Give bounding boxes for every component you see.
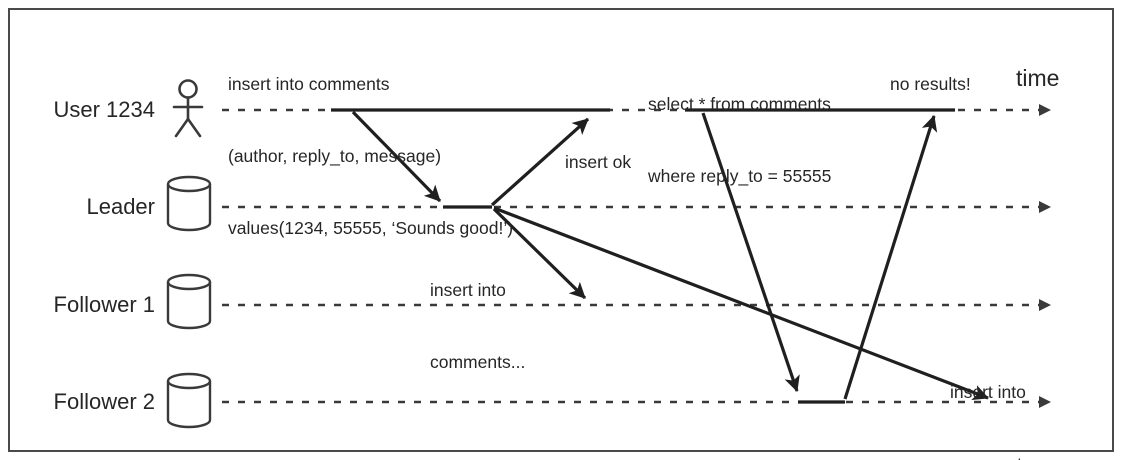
no-results-arrow [843,115,938,400]
select-query-line2: where reply_to = 55555 [648,166,832,186]
database-icon [166,372,212,429]
no-results-label: no results! [890,74,971,94]
insert-ok-arrow [490,117,590,207]
replicate-follower1-line1: insert into [430,280,506,300]
replicate-to-follower2-arrow [493,206,989,401]
person-icon [172,79,204,138]
insert-query-line3: values(1234, 55555, ‘Sounds good!’) [228,218,514,238]
actor-label-user: User 1234 [53,97,155,122]
database-icon [166,175,212,232]
actor-label-follower2: Follower 2 [53,389,155,414]
replicate-follower1-label: insert into comments... [430,230,525,422]
replicate-follower1-line2: comments... [430,352,526,372]
replicate-follower2-line1: insert into [950,382,1026,402]
insert-query-line2: (author, reply_to, message) [228,146,442,166]
diagram-border [8,8,1114,452]
database-icon [166,273,212,330]
replicate-follower2-line2: comments... [950,452,1045,460]
insert-ok-label: insert ok [565,152,632,172]
select-query-annotation: select * from comments where reply_to = … [648,44,831,236]
select-query-line1: select * from comments [648,94,831,114]
time-axis-label: time [1016,65,1060,91]
select-query-arrow [701,112,800,392]
insert-query-line1: insert into comments [228,74,390,94]
replicate-follower2-label: insert into comments... [950,332,1045,460]
insert-request-arrow [351,110,442,203]
actor-label-follower1: Follower 1 [53,292,155,317]
insert-query-annotation: insert into comments (author, reply_to, … [228,24,513,288]
replicate-to-follower1-arrow [492,207,587,300]
actor-label-leader: Leader [86,194,155,219]
